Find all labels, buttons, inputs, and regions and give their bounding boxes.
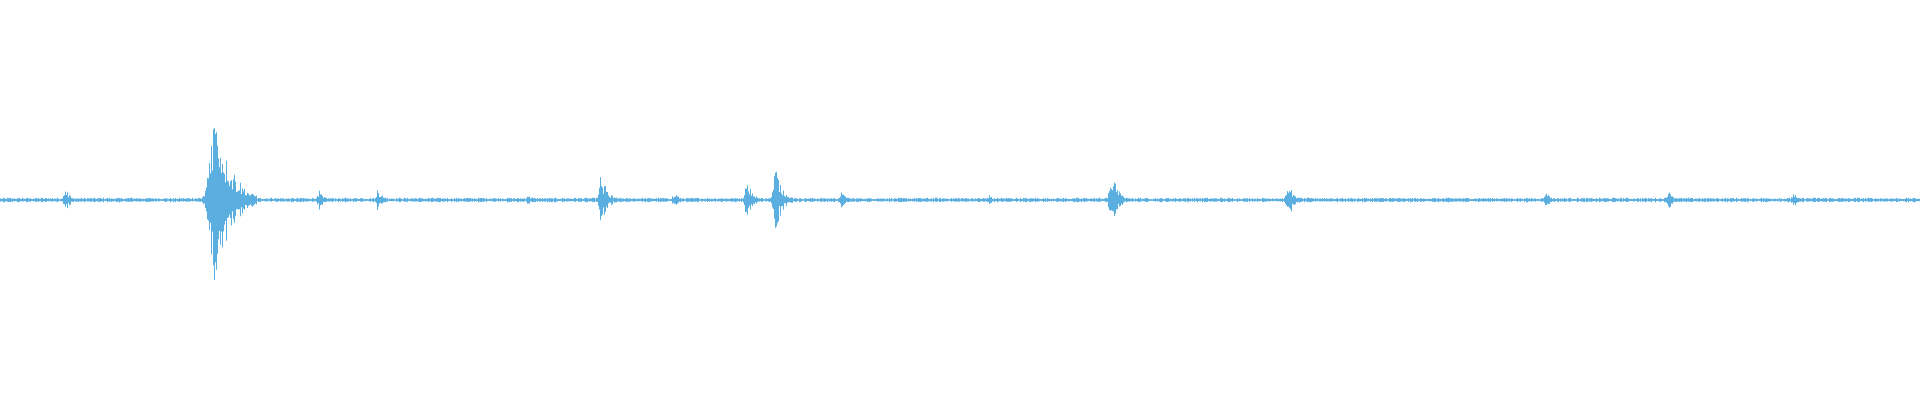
waveform-bars xyxy=(0,128,1920,280)
waveform-samples xyxy=(0,128,1920,280)
